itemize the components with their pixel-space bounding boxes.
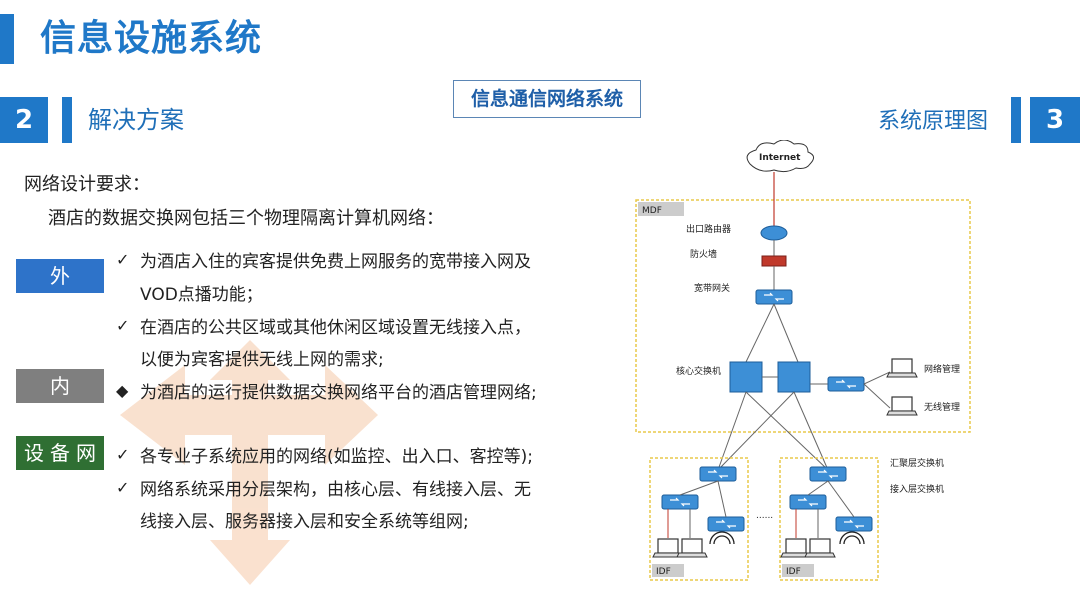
section-number-left: 2: [0, 97, 48, 143]
section-accent-bar-left: [62, 97, 72, 143]
router-icon: [760, 225, 788, 241]
core-switch-label: 核心交换机: [676, 365, 721, 377]
item-3-line-1: 为酒店的运行提供数据交换网络平台的酒店管理网络;: [140, 383, 537, 403]
network-mgmt-label: 网络管理: [924, 363, 960, 375]
tag-internal-network: 内网: [16, 369, 104, 432]
item-1-line-2: VOD点播功能；: [140, 285, 263, 305]
gateway-switch-icon: [755, 289, 793, 305]
mdf-label: MDF: [642, 206, 662, 216]
mdf-label-bg: [638, 202, 684, 216]
item-1-line-1: 为酒店入住的宾客提供免费上网服务的宽带接入网及: [140, 252, 531, 272]
gateway-label: 宽带网关: [694, 282, 730, 294]
exit-router-label: 出口路由器: [686, 223, 731, 235]
network-topology-diagram: Internet MDF 出口路由器 防火墙 宽带网关 核心交换机 网络管理 无…: [635, 140, 971, 581]
wireless-mgmt-label: 无线管理: [924, 401, 960, 413]
firewall-label: 防火墙: [690, 248, 717, 260]
idf1-label: IDF: [656, 567, 671, 577]
core-switch-2-icon: [777, 361, 811, 393]
item-5-bullet: ✓: [116, 478, 130, 497]
mgmt-switch-icon: [827, 376, 865, 392]
item-1-bullet: ✓: [116, 250, 130, 269]
tag-device-network: 设备网: [16, 436, 104, 470]
requirements-intro: 酒店的数据交换网包括三个物理隔离计算机网络：: [48, 208, 444, 229]
tag-external-network: 外网: [16, 259, 104, 322]
internet-cloud-icon: [746, 140, 814, 173]
item-3-bullet: ◆: [116, 381, 129, 400]
item-5-line-2: 线接入层、服务器接入层和安全系统等组网;: [140, 512, 469, 532]
title-accent-bar: [0, 14, 14, 64]
item-4-bullet: ✓: [116, 445, 130, 464]
idf1-pc-2-icon: [676, 538, 708, 558]
idf2-agg-switch-icon: [809, 466, 847, 482]
item-5-line-1: 网络系统采用分层架构，由核心层、有线接入层、无: [140, 480, 531, 500]
aggregation-switch-label: 汇聚层交换机: [890, 457, 944, 469]
idf1-wifi-icon: [709, 531, 735, 545]
idf1-access-switch-icon: [661, 494, 699, 510]
section-number-right: 3: [1030, 97, 1080, 143]
network-system-title: 信息通信网络系统: [453, 80, 641, 118]
item-4-line-1: 各专业子系统应用的网络(如监控、出入口、客控等);: [140, 447, 533, 467]
internet-label: Internet: [759, 153, 801, 163]
item-2-bullet: ✓: [116, 316, 130, 335]
idf2-pc-2-icon: [804, 538, 836, 558]
firewall-icon: [761, 255, 787, 267]
idf2-access-switch-2-icon: [835, 516, 873, 532]
section-accent-bar-right: [1011, 97, 1021, 143]
idf2-access-switch-icon: [789, 494, 827, 510]
idf1-agg-switch-icon: [699, 466, 737, 482]
section-label-diagram: 系统原理图: [878, 109, 989, 134]
network-mgmt-pc-icon: [886, 358, 918, 378]
wireless-mgmt-pc-icon: [886, 396, 918, 416]
access-switch-label: 接入层交换机: [890, 483, 944, 495]
idf2-wifi-icon: [839, 531, 865, 545]
idf-ellipsis: ......: [756, 511, 773, 521]
mdf-boundary: [635, 199, 971, 433]
idf1-access-switch-2-icon: [707, 516, 745, 532]
core-switch-1-icon: [729, 361, 763, 393]
idf2-label: IDF: [786, 567, 801, 577]
item-2-line-1: 在酒店的公共区域或其他休闲区域设置无线接入点，: [140, 318, 531, 338]
requirements-heading: 网络设计要求：: [24, 174, 150, 195]
item-2-line-2: 以便为宾客提供无线上网的需求;: [140, 350, 384, 370]
decorative-cross-arrows: [120, 340, 378, 585]
section-label-solution: 解决方案: [88, 106, 184, 134]
page-title: 信息设施系统: [40, 18, 263, 59]
